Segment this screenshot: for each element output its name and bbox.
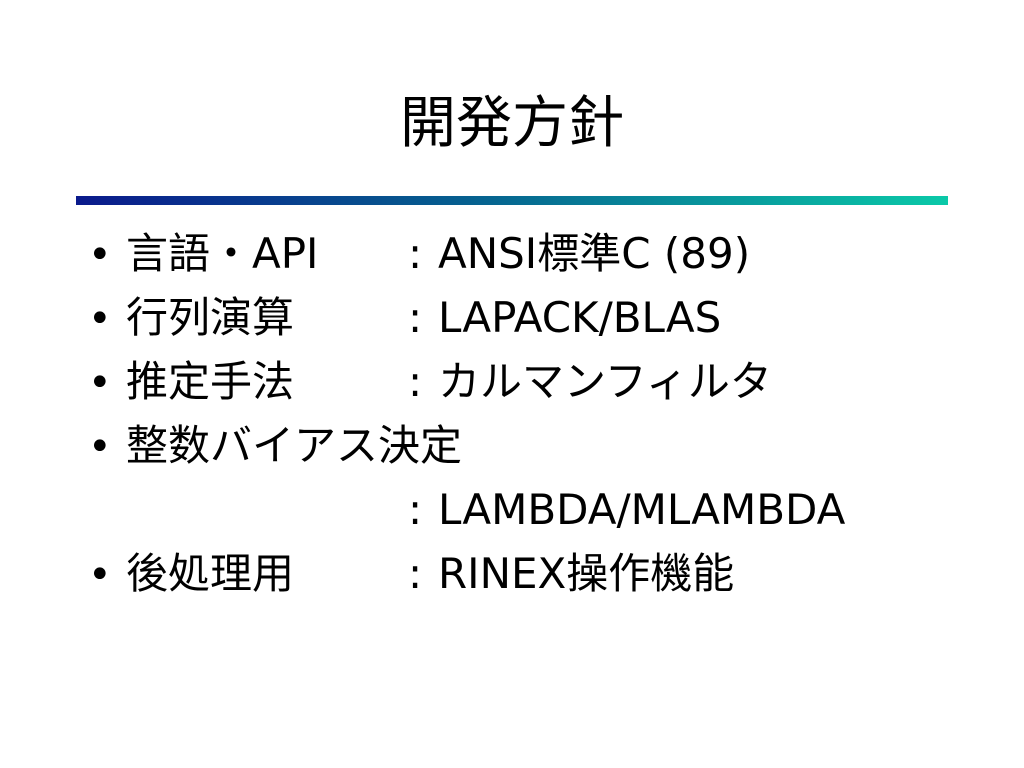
bullet-icon: •	[88, 296, 112, 342]
item-separator: :	[408, 549, 423, 598]
item-separator: :	[408, 485, 423, 534]
list-item: • 後処理用 : RINEX操作機能	[88, 542, 988, 606]
bullet-icon: •	[88, 232, 112, 278]
list-item: • 推定手法 : カルマンフィルタ	[88, 350, 988, 414]
item-separator: :	[408, 293, 423, 342]
item-value: LAMBDA/MLAMBDA	[438, 485, 846, 534]
item-label: 行列演算	[126, 293, 295, 342]
list-item: • 言語・API : ANSI標準C (89)	[88, 222, 988, 286]
slide-title: 開発方針	[400, 91, 624, 156]
item-label: 言語・API	[126, 229, 319, 278]
item-separator: :	[408, 229, 423, 278]
title-divider	[76, 196, 948, 205]
item-separator: :	[408, 357, 423, 406]
item-label: 整数バイアス決定	[126, 421, 463, 470]
list-item: • 行列演算 : LAPACK/BLAS	[88, 286, 988, 350]
item-label: 後処理用	[126, 549, 295, 598]
bullet-icon: •	[88, 424, 112, 470]
bullet-list: • 言語・API : ANSI標準C (89) • 行列演算 : LAPACK/…	[88, 222, 988, 606]
bullet-icon: •	[88, 552, 112, 598]
list-item: • 整数バイアス決定 : LAMBDA/MLAMBDA	[88, 414, 988, 542]
item-label: 推定手法	[126, 357, 295, 406]
item-value: LAPACK/BLAS	[438, 293, 722, 342]
item-value: ANSI標準C (89)	[438, 229, 751, 278]
item-value: カルマンフィルタ	[438, 357, 772, 406]
item-value: RINEX操作機能	[438, 549, 735, 598]
bullet-icon: •	[88, 360, 112, 406]
